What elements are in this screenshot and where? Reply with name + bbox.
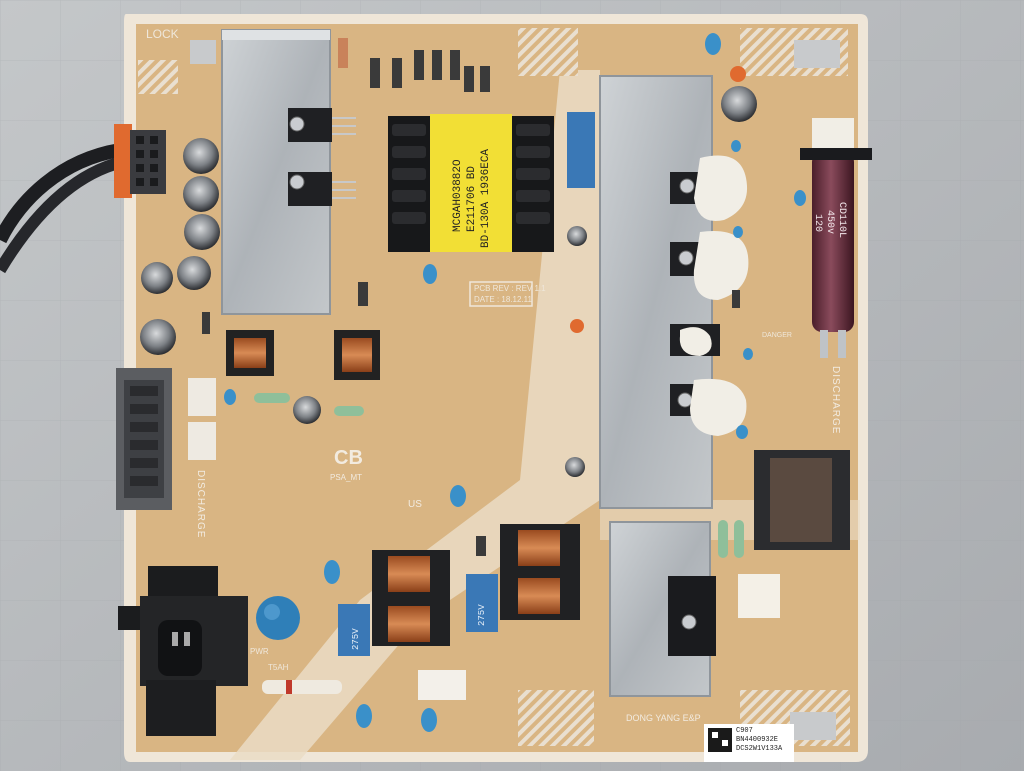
date-label: DATE : 18.12.11 [474,295,532,304]
danger-marking: DANGER [762,332,792,339]
bulk-cap-capacitance: 120 [812,214,823,233]
transformer-marking-1: MCGAH03882O [452,159,464,232]
pcb-rev-label: PCB REV : REV 1.1 [474,284,546,293]
transformer-marking-2: E211706 BD [466,165,478,232]
psa-mt-label: PSA_MT [330,473,363,482]
transformer-marking-3: BD-130A 1936ECA [480,148,492,248]
discharge-left-marking: DISCHARGE [195,470,206,539]
qr-label-line1: BN4400932E [736,736,779,744]
film-cap-value: 275V [351,628,361,650]
discharge-right-marking: DISCHARGE [830,366,841,435]
fuse-rating: T5AH [268,663,289,672]
qr-label-line2: DCS2W1V133A [736,745,783,753]
manufacturer-marking: DONG YANG E&P [626,713,701,723]
lock-marking: LOCK [146,27,179,41]
bulk-cap-brand: CD110L [836,202,847,239]
film-cap-value-2: 275V [477,604,487,626]
qr-label-code: C907 [736,727,753,735]
us-mark: US [408,499,422,510]
cb-mark: CB [334,447,363,469]
pwr-label: PWR [250,647,269,656]
bulk-cap-voltage: 450v [824,210,835,235]
